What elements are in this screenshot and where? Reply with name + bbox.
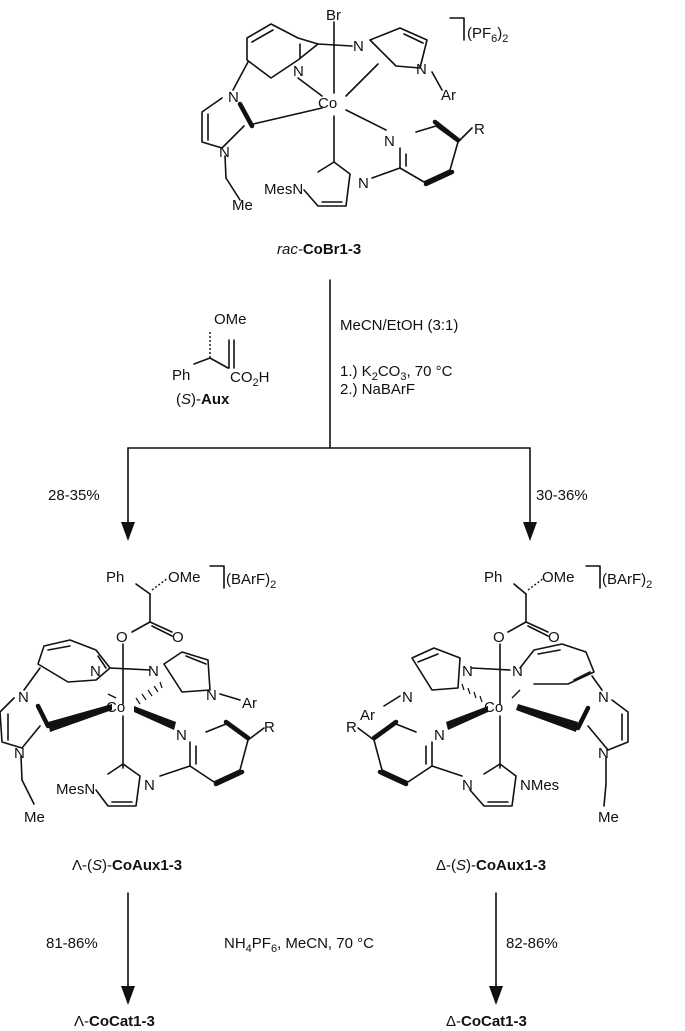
right-ome: OMe bbox=[542, 569, 575, 586]
right-n-right: N bbox=[598, 689, 609, 706]
atom-co: Co bbox=[318, 95, 337, 112]
left-r: R bbox=[264, 719, 275, 736]
aux-co2h: CO2H bbox=[230, 369, 269, 389]
atom-n-ar: N bbox=[416, 61, 427, 78]
right-n-top-carbene: N bbox=[462, 663, 473, 680]
right-ar: Ar bbox=[360, 707, 375, 724]
atom-br: Br bbox=[326, 7, 341, 24]
yield-right-top: 30-36% bbox=[536, 487, 588, 504]
atom-mesn: MesN bbox=[264, 181, 303, 198]
step1-text: 1.) K2CO3, 70 °C bbox=[340, 363, 453, 383]
right-aux-complex: Ph OMe O O (BArF)2 bbox=[346, 565, 652, 874]
right-nmes: NMes bbox=[520, 777, 559, 794]
conditions-top: MeCN/EtOH (3:1) 1.) K2CO3, 70 °C 2.) NaB… bbox=[340, 317, 458, 398]
left-n-top-carbene: N bbox=[148, 663, 159, 680]
right-o-carbonyl: O bbox=[548, 629, 560, 646]
atom-n-top-carbene: N bbox=[353, 38, 364, 55]
arrow-head-bottom-right bbox=[489, 986, 503, 1005]
right-co: Co bbox=[484, 699, 503, 716]
step2-text: 2.) NaBArF bbox=[340, 381, 415, 398]
left-o-ester: O bbox=[116, 629, 128, 646]
right-n-ar: N bbox=[402, 689, 413, 706]
left-ome: OMe bbox=[168, 569, 201, 586]
atom-ar: Ar bbox=[441, 87, 456, 104]
arrow-head-left bbox=[121, 522, 135, 541]
left-n-pyridine-right: N bbox=[176, 727, 187, 744]
solvent-text: MeCN/EtOH (3:1) bbox=[340, 317, 458, 334]
left-ph: Ph bbox=[106, 569, 124, 586]
auxiliary: OMe Ph CO2H (S)-Aux bbox=[172, 311, 269, 408]
aux-ph: Ph bbox=[172, 367, 190, 384]
left-mesn: MesN bbox=[56, 781, 95, 798]
atom-n-pyridine: N bbox=[293, 63, 304, 80]
yield-left-top: 28-35% bbox=[48, 487, 100, 504]
left-n-lower: N bbox=[144, 777, 155, 794]
yield-right-bottom: 82-86% bbox=[506, 935, 558, 952]
aux-label: (S)-Aux bbox=[176, 391, 230, 408]
right-me: Me bbox=[598, 809, 619, 826]
label-left-coaux: Λ-(S)-CoAux1-3 bbox=[72, 857, 182, 874]
right-ph: Ph bbox=[484, 569, 502, 586]
left-o-carbonyl: O bbox=[172, 629, 184, 646]
left-ar: Ar bbox=[242, 695, 257, 712]
right-counter: (BArF)2 bbox=[602, 571, 652, 591]
atom-n-pyridine-right: N bbox=[384, 133, 395, 150]
label-left-cocat: Λ-CoCat1-3 bbox=[74, 1013, 155, 1030]
right-n-pyridine-left: N bbox=[434, 727, 445, 744]
conditions-bottom: NH4PF6, MeCN, 70 °C bbox=[224, 935, 374, 955]
left-me: Me bbox=[24, 809, 45, 826]
atom-r: R bbox=[474, 121, 485, 138]
right-o-ester: O bbox=[493, 629, 505, 646]
yield-left-bottom: 81-86% bbox=[46, 935, 98, 952]
left-n-left-lower: N bbox=[14, 745, 25, 762]
aux-ome: OMe bbox=[214, 311, 247, 328]
right-n-lower: N bbox=[462, 777, 473, 794]
left-counter: (BArF)2 bbox=[226, 571, 276, 591]
atom-n-left-lower: N bbox=[219, 144, 230, 161]
top-complex: Br Co N N N Ar N N Me N R MesN N (PF6)2 … bbox=[201, 7, 508, 258]
right-n-pyridine: N bbox=[512, 663, 523, 680]
label-right-cocat: Δ-CoCat1-3 bbox=[446, 1013, 527, 1030]
arrow-head-right bbox=[523, 522, 537, 541]
left-n-left: N bbox=[18, 689, 29, 706]
atom-n-lower: N bbox=[358, 175, 369, 192]
left-n-ar: N bbox=[206, 687, 217, 704]
atom-n-left: N bbox=[228, 89, 239, 106]
reaction-arrows-bottom bbox=[121, 892, 503, 1005]
right-n-right-lower: N bbox=[598, 745, 609, 762]
atom-me: Me bbox=[232, 197, 253, 214]
arrow-head-bottom-left bbox=[121, 986, 135, 1005]
left-aux-complex: Ph OMe O O (BArF)2 bbox=[0, 565, 276, 874]
counter-ion: (PF6)2 bbox=[467, 25, 508, 45]
reaction-arrows-top bbox=[121, 279, 537, 541]
left-n-pyridine: N bbox=[90, 663, 101, 680]
label-rac-cobr: rac-CoBr1-3 bbox=[277, 241, 361, 258]
label-right-coaux: Δ-(S)-CoAux1-3 bbox=[436, 857, 546, 874]
left-co: Co bbox=[106, 699, 125, 716]
right-r: R bbox=[346, 719, 357, 736]
